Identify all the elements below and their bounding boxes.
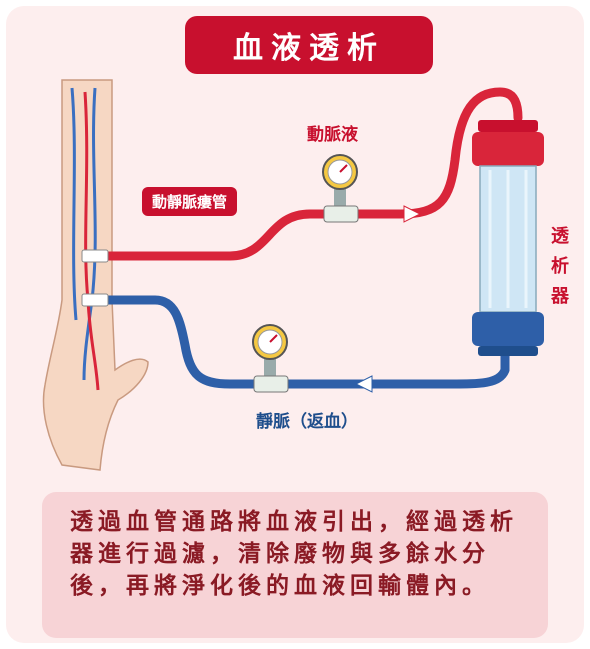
page-title: 血液透析 (233, 31, 385, 66)
arm-illustration (42, 79, 149, 471)
arterial-needle (81, 249, 109, 263)
flow-arrow-icon (354, 375, 373, 393)
artery-label: 動脈液 (307, 125, 358, 145)
title-banner: 血液透析 (185, 16, 433, 74)
pressure-gauge-icon (322, 154, 359, 223)
flow-arrow-icon (403, 205, 422, 223)
dialyzer-icon (472, 120, 544, 356)
venous-needle (81, 293, 109, 307)
venous-line (101, 295, 510, 389)
pressure-gauge-icon (252, 324, 289, 393)
fistula-label: 動靜脈瘻管 (142, 187, 238, 216)
vein-label: 靜脈（返血） (256, 412, 358, 432)
dialyzer-label: 透 析 器 (551, 226, 569, 307)
description-text: 透過血管通路將血液引出，經過透析器進行過濾，清除廢物與多餘水分後，再將淨化後的血… (70, 509, 518, 599)
description-box: 透過血管通路將血液引出，經過透析器進行過濾，清除廢物與多餘水分後，再將淨化後的血… (42, 492, 548, 638)
arterial-line (101, 87, 523, 261)
